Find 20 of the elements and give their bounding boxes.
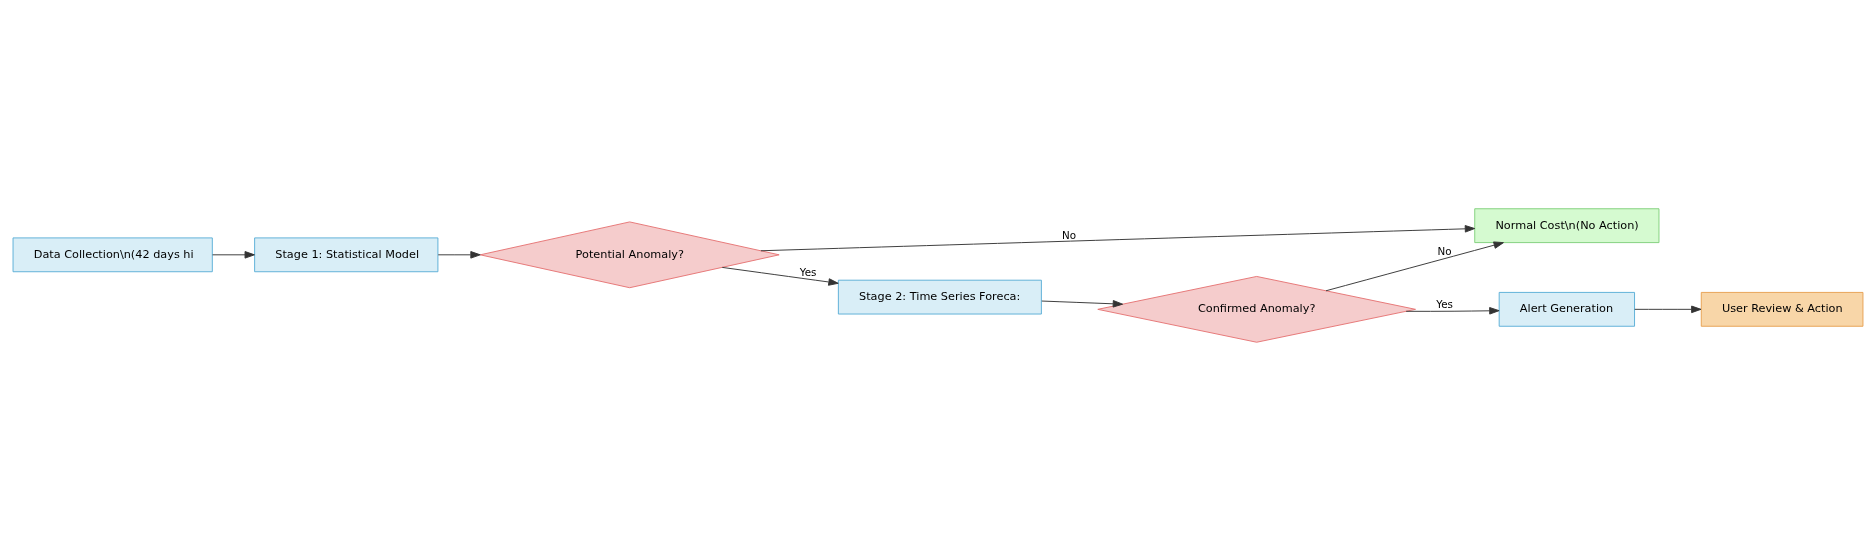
node-diamond: Confirmed Anomaly? xyxy=(1097,275,1416,343)
node-diamond: Potential Anomaly? xyxy=(479,220,780,288)
arrow xyxy=(1405,306,1500,315)
node-box: Alert Generation xyxy=(1498,291,1635,327)
arrow xyxy=(212,250,255,259)
edge-label: No xyxy=(1062,228,1077,241)
arrow xyxy=(721,266,839,286)
node-box: Stage 1: Statistical Model xyxy=(254,236,439,272)
node-box: Stage 2: Time Series Foreca: xyxy=(837,279,1042,314)
edge-label: Yes xyxy=(1436,297,1453,310)
node-box: User Review & Action xyxy=(1700,291,1864,327)
arrow xyxy=(1325,240,1504,291)
node-box: Data Collection\n(42 days hi xyxy=(12,236,213,272)
arrow xyxy=(1041,299,1124,308)
edge-label: No xyxy=(1437,244,1452,257)
arrow xyxy=(760,224,1476,251)
arrow xyxy=(1634,305,1702,313)
node-box: Normal Cost\n(No Action) xyxy=(1474,207,1660,243)
arrow xyxy=(437,250,481,259)
edge-label: Yes xyxy=(799,265,817,278)
